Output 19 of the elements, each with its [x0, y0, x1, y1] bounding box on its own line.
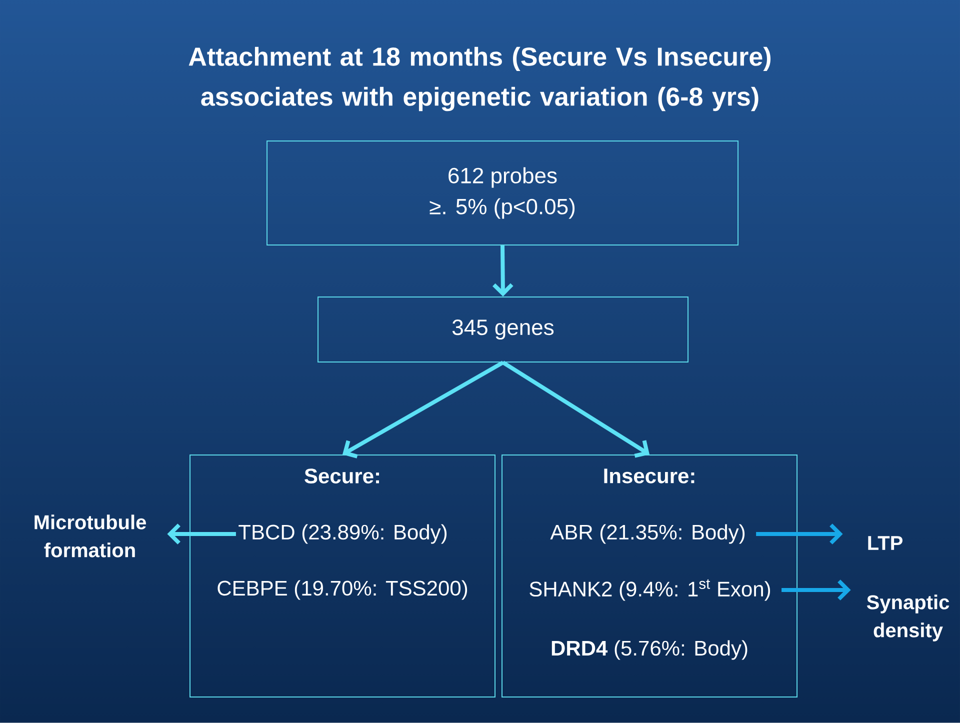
arrow	[167, 524, 236, 544]
process-box: 612 probes ≥. 5% (p<0.05)	[266, 140, 738, 246]
arrow	[492, 245, 514, 296]
group-heading: Secure:	[304, 468, 379, 484]
gene-text: ABR (21.35%: Body)	[550, 524, 745, 544]
process-box: 345 genes	[318, 296, 688, 362]
arrow	[342, 360, 504, 458]
outcome-label: LTP	[868, 536, 902, 550]
gene-text: SHANK2 (9.4%: 1$^{st}$ Exon)	[530, 579, 770, 601]
title: Attachment at 18 months (Secure Vs Insecure) associates with epigenetic variation (6-8 yrs)	[188, 46, 770, 112]
arrow	[756, 524, 843, 544]
gene-text: DRD4 (5.76%: Body)	[552, 640, 748, 660]
outcome-label: Microtubule formation	[34, 514, 146, 558]
arrow	[782, 580, 851, 600]
outcome-label: Synaptic density	[866, 594, 950, 642]
group-heading: Insecure:	[604, 468, 694, 484]
gene-text: TBCD (23.89%: Body)	[238, 524, 447, 544]
arrow	[502, 360, 650, 458]
gene-text: CEBPE (19.70%: TSS200)	[218, 580, 468, 600]
